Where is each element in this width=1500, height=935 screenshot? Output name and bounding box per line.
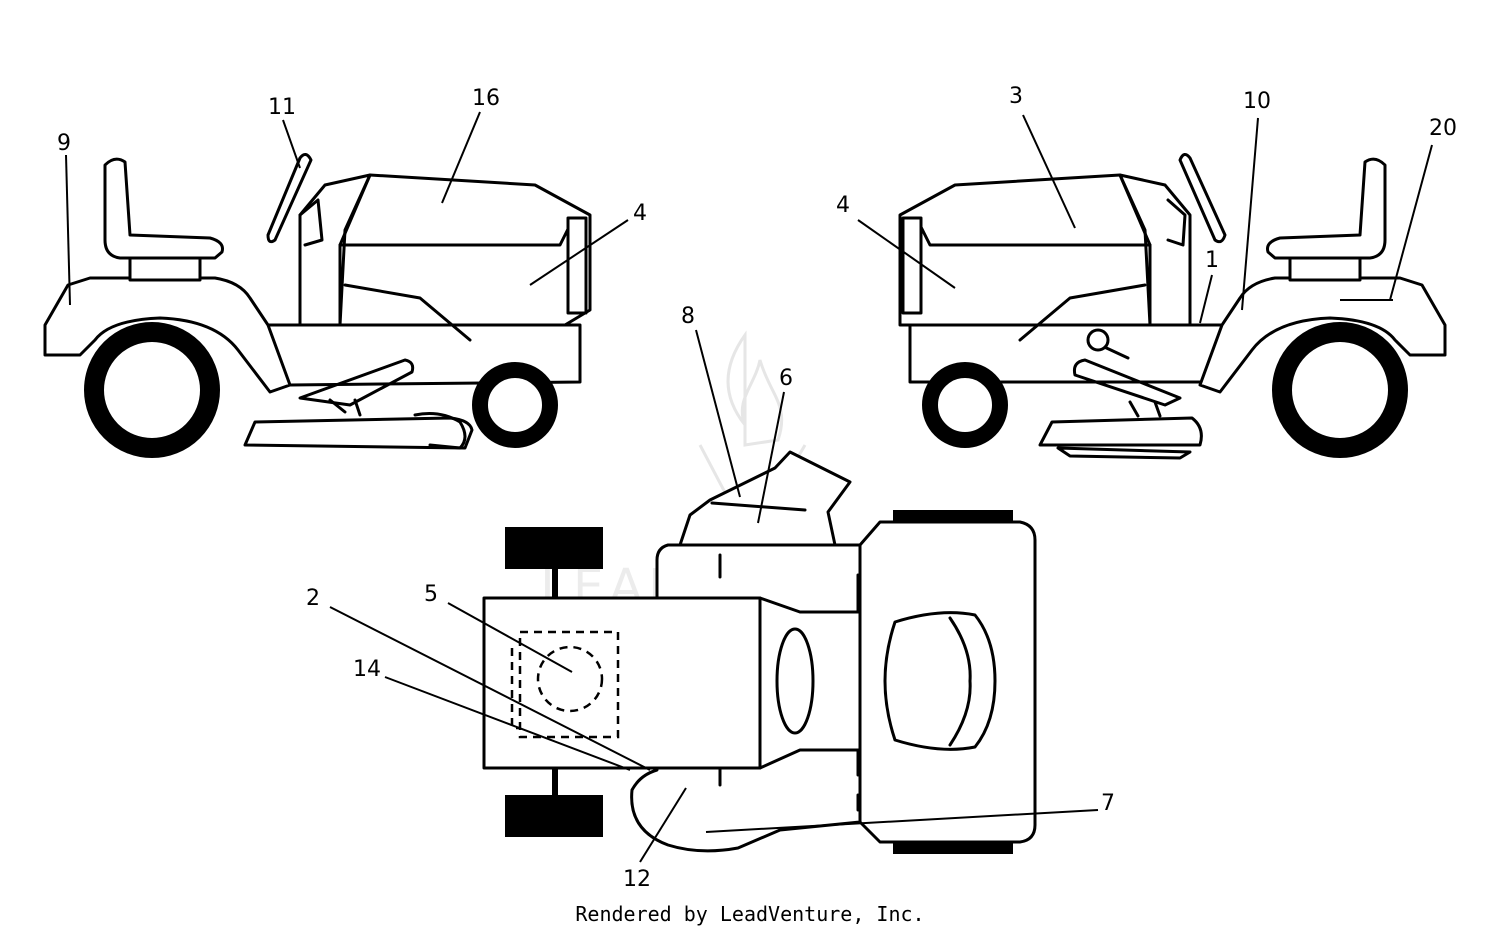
top-seat-back xyxy=(948,616,972,747)
left-hood xyxy=(338,173,592,327)
left-rear-fender xyxy=(43,276,292,394)
right-footrest xyxy=(1073,358,1182,407)
left-hood-panel xyxy=(343,283,472,342)
callout-left-4: 4 xyxy=(633,201,647,226)
callout-top-6: 6 xyxy=(779,366,793,391)
left-front-tire xyxy=(472,362,558,448)
left-grille xyxy=(566,216,588,315)
right-hood xyxy=(898,173,1152,327)
callout-right-1: 1 xyxy=(1205,248,1219,273)
right-rear-tire xyxy=(1272,322,1408,458)
callout-left-11: 11 xyxy=(268,95,296,120)
right-hood-panel xyxy=(1018,283,1147,342)
top-air-filter-outline xyxy=(536,645,604,713)
left-steering-column xyxy=(298,198,324,247)
callout-right-10: 10 xyxy=(1243,89,1271,114)
right-seat xyxy=(1266,157,1387,260)
right-front-tire xyxy=(922,362,1008,448)
right-seat-base xyxy=(1288,256,1362,282)
right-steering-column xyxy=(1166,198,1187,247)
callout-left-16: 16 xyxy=(472,86,500,111)
right-lift-knob xyxy=(1086,328,1110,352)
left-seat-base xyxy=(128,256,202,282)
top-hood xyxy=(482,596,762,770)
left-footrest xyxy=(298,358,415,407)
right-deck-support xyxy=(1128,400,1162,418)
left-seat xyxy=(103,157,224,260)
left-deck-chute xyxy=(413,412,467,450)
callout-top-8: 8 xyxy=(681,304,695,329)
top-front-tire-lower xyxy=(505,795,603,837)
callout-top-14: 14 xyxy=(353,657,381,682)
callout-left-9: 9 xyxy=(57,131,71,156)
callout-top-5: 5 xyxy=(424,582,438,607)
left-steering-wheel xyxy=(266,153,313,244)
callout-right-3: 3 xyxy=(1009,84,1023,109)
callout-top-2: 2 xyxy=(306,586,320,611)
left-dash xyxy=(298,173,372,327)
top-chute-line xyxy=(710,501,807,512)
top-steering-wheel xyxy=(775,627,815,735)
top-seat xyxy=(883,611,997,751)
right-grille xyxy=(901,216,923,315)
right-mower-deck xyxy=(1038,416,1203,447)
watermark-flame-icon xyxy=(726,330,784,447)
callout-right-20: 20 xyxy=(1429,116,1457,141)
top-view: 8 6 2 5 14 12 7 xyxy=(306,304,1115,892)
left-rear-tire xyxy=(84,322,220,458)
left-side-view: 9 11 16 4 xyxy=(43,86,647,458)
footer-credit: Rendered by LeadVenture, Inc. xyxy=(575,902,925,926)
left-mower-deck xyxy=(243,416,474,450)
right-dash xyxy=(1118,173,1192,327)
top-engine-outline xyxy=(518,630,620,739)
callout-top-12: 12 xyxy=(623,867,651,892)
right-deck-skirt xyxy=(1056,446,1192,460)
callout-top-7: 7 xyxy=(1101,791,1115,816)
top-front-tire-upper xyxy=(505,527,603,569)
left-deck-support xyxy=(328,398,362,417)
right-side-view: 3 10 20 4 1 xyxy=(836,84,1457,460)
right-steering-wheel xyxy=(1178,153,1227,244)
callout-right-4: 4 xyxy=(836,193,850,218)
right-hood-line xyxy=(918,223,1152,247)
right-rear-fender xyxy=(1198,276,1447,394)
top-discharge-chute xyxy=(678,450,852,547)
